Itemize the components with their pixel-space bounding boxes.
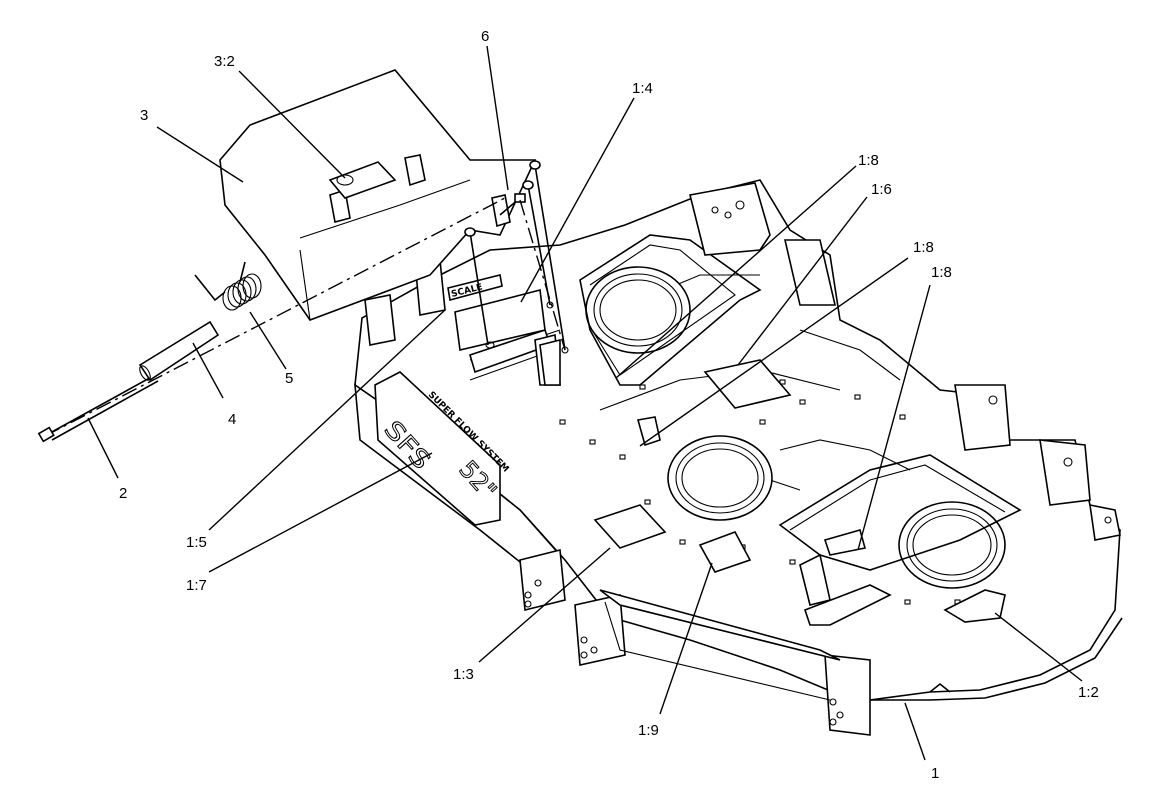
hinge-rod bbox=[37, 374, 159, 443]
callout-3-2: 3:2 bbox=[214, 53, 235, 70]
decal-1-4 bbox=[454, 288, 546, 351]
left-hitch-tabs bbox=[364, 259, 561, 386]
deflector-decal-3-2 bbox=[328, 161, 397, 199]
bolts bbox=[464, 160, 569, 354]
belt-guard-left bbox=[579, 234, 762, 386]
callout-3: 3 bbox=[140, 107, 148, 124]
callout-1-3: 1:3 bbox=[453, 666, 474, 683]
torsion-spring bbox=[194, 261, 262, 311]
spindle-bars bbox=[539, 338, 892, 626]
bracket-front-right bbox=[824, 654, 871, 736]
belt-guard-right bbox=[778, 454, 1022, 571]
decal-1-6 bbox=[703, 359, 792, 409]
callout-1-8-c: 1:8 bbox=[931, 264, 952, 281]
decal-1-8-right bbox=[823, 529, 867, 556]
callout-1-8-b: 1:8 bbox=[913, 239, 934, 256]
spindle-opening-left bbox=[585, 266, 691, 354]
decal-1-9 bbox=[698, 531, 752, 573]
callout-5: 5 bbox=[285, 370, 293, 387]
bracket-front-left bbox=[519, 548, 566, 612]
bolt-centerline bbox=[519, 199, 566, 351]
spindle-opening-right bbox=[898, 501, 1006, 589]
spacer-tube bbox=[138, 320, 220, 382]
decal-1-2 bbox=[943, 589, 1006, 623]
callout-1-9: 1:9 bbox=[638, 722, 659, 739]
callout-1-8-a: 1:8 bbox=[858, 152, 879, 169]
bolt-deflector-3 bbox=[529, 160, 569, 354]
callout-1: 1 bbox=[931, 765, 939, 782]
callout-1-6: 1:6 bbox=[871, 181, 892, 198]
bracket-right-upper bbox=[954, 384, 1011, 451]
bolt-deflector-2 bbox=[522, 180, 554, 309]
front-baffle-bar bbox=[599, 589, 841, 701]
bracket-front-mid bbox=[574, 594, 626, 666]
decal-1-3 bbox=[593, 504, 667, 549]
callout-2: 2 bbox=[119, 485, 127, 502]
deflector-shield bbox=[219, 69, 537, 321]
bracket-right-lower bbox=[1039, 439, 1091, 506]
bracket-right-rear bbox=[1089, 503, 1121, 541]
callout-1-7: 1:7 bbox=[186, 577, 207, 594]
callout-1-2: 1:2 bbox=[1078, 684, 1099, 701]
callout-4: 4 bbox=[228, 411, 236, 428]
callout-labels: 6 3:2 3 1:4 1:8 1:6 1:8 1:8 5 4 2 1:5 1:… bbox=[119, 28, 1099, 782]
leader-lines bbox=[87, 45, 1083, 761]
callout-1-5: 1:5 bbox=[186, 534, 207, 551]
bracket-rear-left bbox=[689, 182, 771, 256]
decal-1-8-left bbox=[636, 416, 661, 447]
spindle-opening-center bbox=[667, 435, 773, 521]
bracket-rear-mid bbox=[783, 239, 837, 306]
callout-1-4: 1:4 bbox=[632, 80, 653, 97]
callout-6: 6 bbox=[481, 28, 489, 45]
bolt-deflector-1 bbox=[464, 227, 495, 349]
